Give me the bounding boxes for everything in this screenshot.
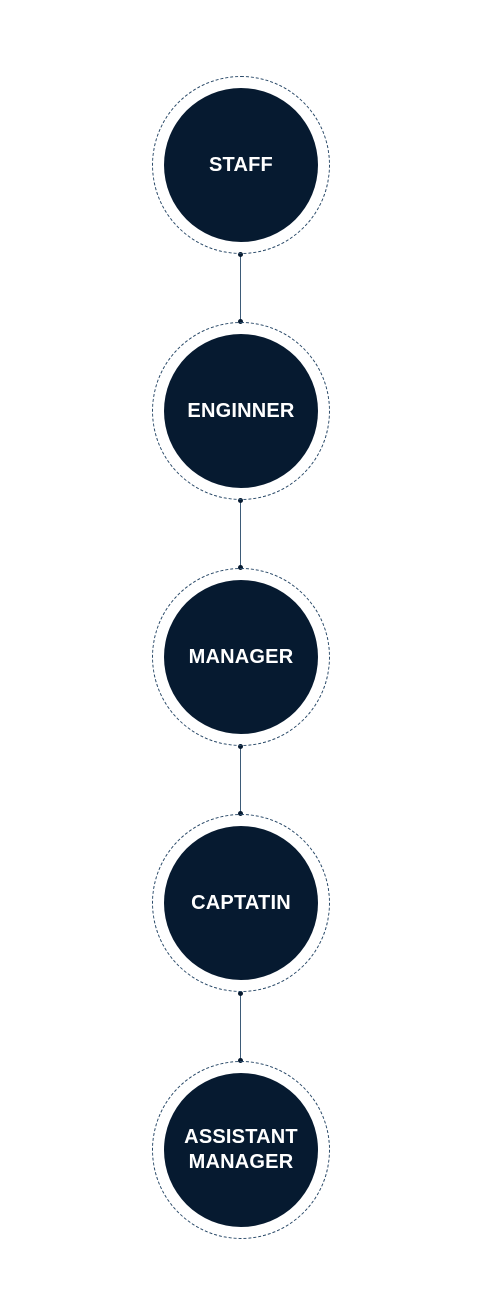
node-label: CAPTATIN [191, 891, 291, 914]
connector-line [240, 500, 241, 568]
node-captatin: CAPTATIN [152, 814, 330, 992]
connector-dot-bottom [238, 1058, 243, 1063]
connector-dot-top [238, 498, 243, 503]
connector-dot-top [238, 252, 243, 257]
node-ring [152, 568, 330, 746]
node-manager: MANAGER [152, 568, 330, 746]
node-circle: ASSISTANT MANAGER [164, 1073, 318, 1227]
connector-dot-bottom [238, 811, 243, 816]
node-circle: CAPTATIN [164, 826, 318, 980]
node-circle: MANAGER [164, 580, 318, 734]
node-circle: STAFF [164, 88, 318, 242]
connector-dot-top [238, 991, 243, 996]
node-label: MANAGER [188, 645, 294, 668]
node-ring [152, 322, 330, 500]
node-enginner: ENGINNER [152, 322, 330, 500]
node-circle: ENGINNER [164, 334, 318, 488]
connector-dot-top [238, 744, 243, 749]
connector-line [240, 254, 241, 322]
connector-dot-bottom [238, 565, 243, 570]
node-ring [152, 76, 330, 254]
node-label: ENGINNER [187, 399, 295, 422]
node-staff: STAFF [152, 76, 330, 254]
node-ring [152, 814, 330, 992]
node-label: ASSISTANT MANAGER [184, 1126, 298, 1173]
node-ring [152, 1061, 330, 1239]
connector-line [240, 993, 241, 1061]
connector-dot-bottom [238, 319, 243, 324]
node-label: STAFF [209, 153, 273, 176]
node-assistant-manager: ASSISTANT MANAGER [152, 1061, 330, 1239]
connector-line [240, 746, 241, 814]
